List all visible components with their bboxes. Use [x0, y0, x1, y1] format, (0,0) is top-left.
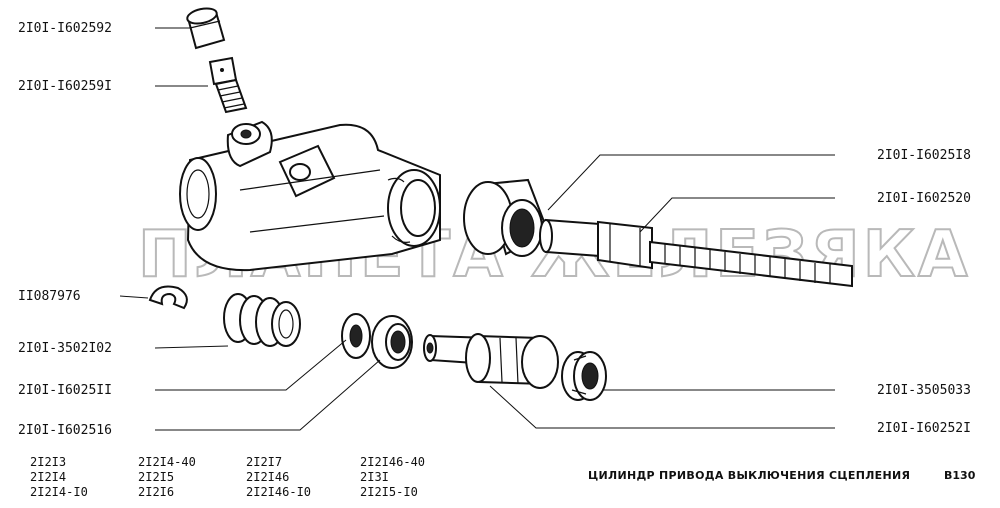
label-cup-seal: 2I0I-3505033 [877, 383, 971, 398]
seal-ring-part [371, 315, 413, 369]
diagram-title: ЦИЛИНДР ПРИВОДА ВЫКЛЮЧЕНИЯ СЦЕПЛЕНИЯ [588, 469, 911, 482]
label-clip: II087976 [18, 289, 81, 304]
bleeder-cap-part [186, 7, 226, 50]
label-bleeder: 2I0I-I60259I [18, 79, 112, 94]
diagram-code: B130 [944, 469, 976, 482]
label-cap: 2I0I-I602592 [18, 21, 112, 36]
pushrod-part [539, 218, 853, 288]
models-column-3: 2I2I7 2I2I46 2I2I46-I0 [246, 455, 311, 500]
model-code: 2I2I5-I0 [360, 485, 418, 499]
clip-part [148, 285, 188, 310]
label-washer: 2I0I-I6025II [18, 383, 112, 398]
bleeder-screw-part [208, 56, 248, 114]
label-piston: 2I0I-I60252I [877, 421, 971, 436]
label-boot-ring: 2I0I-I6025I8 [877, 148, 971, 163]
model-code: 2I3I [360, 470, 389, 484]
piston-part [423, 333, 559, 389]
model-code: 2I2I4-40 [138, 455, 196, 469]
label-spring: 2I0I-3502I02 [18, 341, 112, 356]
cylinder-body-part [179, 120, 441, 272]
model-code: 2I2I7 [246, 455, 283, 469]
leader-lines [119, 27, 835, 431]
spring-part [223, 293, 301, 347]
label-seal-ring: 2I0I-I602516 [18, 423, 112, 438]
model-code: 2I2I46-I0 [246, 485, 312, 499]
model-code: 2I2I4 [30, 470, 67, 484]
model-code: 2I2I4-I0 [30, 485, 88, 499]
model-code: 2I2I3 [30, 455, 67, 469]
model-code: 2I2I6 [138, 485, 175, 499]
cup-seal-part [561, 351, 607, 401]
washer-part [341, 313, 371, 359]
model-code: 2I2I5 [138, 470, 175, 484]
models-column-4: 2I2I46-40 2I3I 2I2I5-I0 [360, 455, 425, 500]
models-column-1: 2I2I3 2I2I4 2I2I4-I0 [30, 455, 88, 500]
boot-ring-part [463, 178, 550, 257]
model-code: 2I2I46 [246, 470, 290, 484]
model-code: 2I2I46-40 [360, 455, 426, 469]
label-pushrod: 2I0I-I602520 [877, 191, 971, 206]
models-column-2: 2I2I4-40 2I2I5 2I2I6 [138, 455, 196, 500]
